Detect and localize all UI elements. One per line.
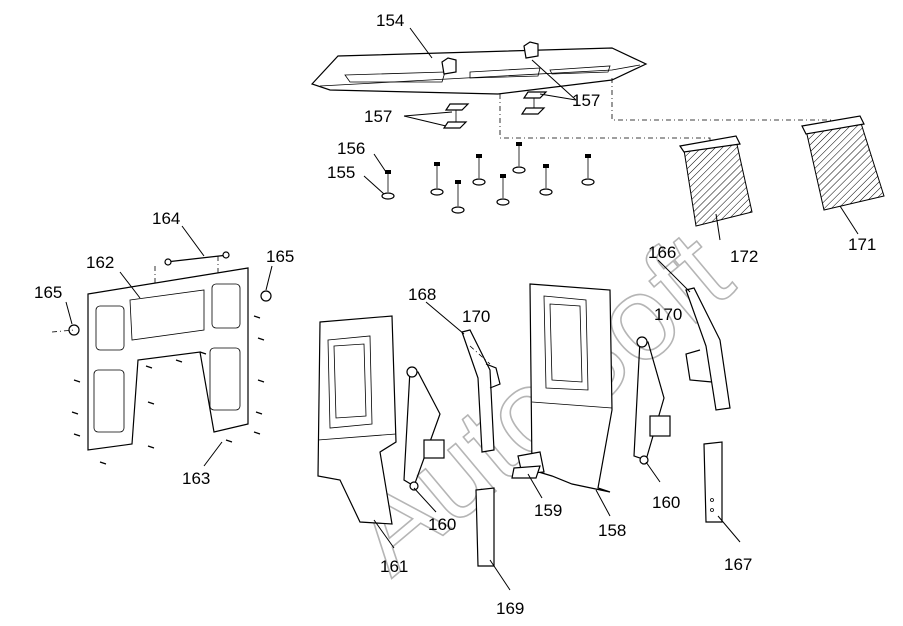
callout-169: 169: [496, 599, 524, 618]
callout-164: 164: [152, 209, 180, 228]
curtain-part-172: [678, 135, 753, 227]
callout-labels: 154 157 157 156 155 164 162 165 165 163 …: [34, 11, 876, 618]
bracket-part-157: [442, 91, 548, 129]
callout-158: 158: [598, 521, 626, 540]
callout-167: 167: [724, 555, 752, 574]
callout-163: 163: [182, 469, 210, 488]
fasteners-155-156: [381, 142, 595, 214]
bracket-part-159: [511, 451, 545, 479]
callout-155: 155: [327, 163, 355, 182]
callout-160-right: 160: [652, 493, 680, 512]
strip-part-169: [475, 487, 495, 567]
callout-171: 171: [848, 235, 876, 254]
callout-157-left: 157: [364, 107, 392, 126]
callout-161: 161: [380, 557, 408, 576]
strip-part-167: [703, 441, 723, 523]
callout-165-left: 165: [34, 283, 62, 302]
callout-170-left: 170: [462, 307, 490, 326]
clip-part-165: [51, 290, 272, 336]
screws-part-163: [71, 315, 265, 465]
callout-156: 156: [337, 139, 365, 158]
pillar-part-166: [685, 287, 731, 411]
callout-170-right: 170: [654, 305, 682, 324]
callout-157-right: 157: [572, 91, 600, 110]
callout-154: 154: [376, 11, 404, 30]
side-panel-part-161: [317, 315, 397, 525]
handle-part-170-right: [685, 349, 713, 383]
callout-172: 172: [730, 247, 758, 266]
seat-belt-part-160-left: [403, 366, 445, 491]
callout-166: 166: [648, 243, 676, 262]
leader-lines: [65, 27, 859, 591]
rear-panel-part-162: [87, 267, 249, 451]
rod-part-164: [154, 251, 230, 292]
callout-160-left: 160: [428, 515, 456, 534]
callout-162: 162: [86, 253, 114, 272]
callout-165-right: 165: [266, 247, 294, 266]
roof-part-154: [310, 41, 648, 95]
curtain-part-171: [801, 115, 885, 211]
callout-168: 168: [408, 285, 436, 304]
callout-159: 159: [534, 501, 562, 520]
handle-part-170-left: [469, 345, 501, 389]
pillar-part-168: [461, 329, 495, 453]
